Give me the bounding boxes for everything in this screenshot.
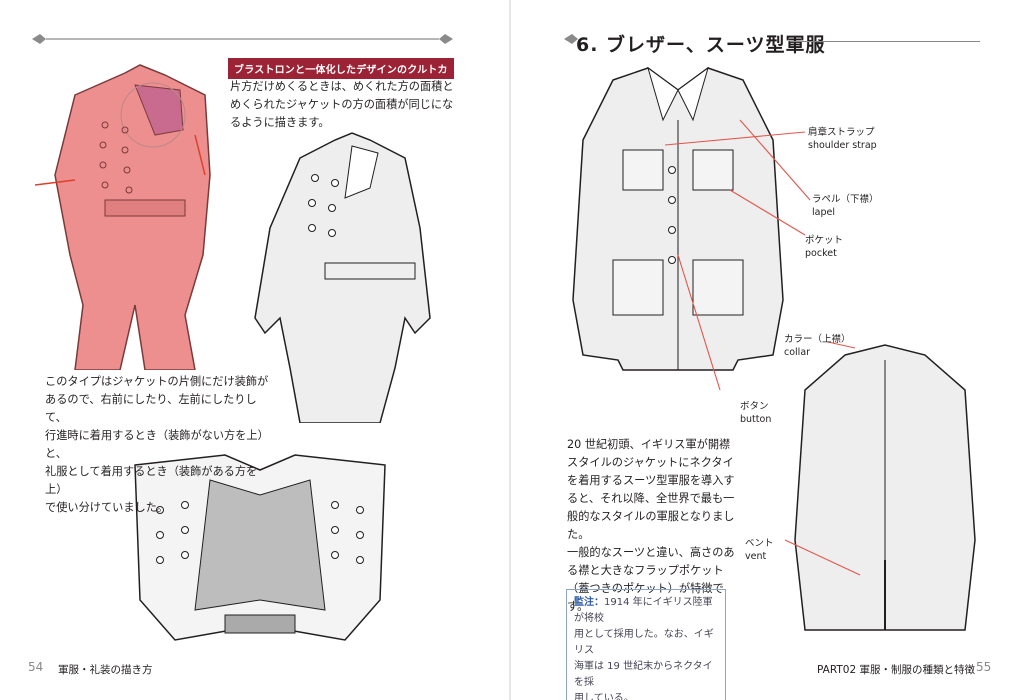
callout-lapel: ラペル（下襟） lapel xyxy=(812,194,879,218)
left-folio: 54 xyxy=(28,660,44,674)
left-intro-text: 片方だけめくるときは、めくれた方の面積と めくられたジャケットの方の面積が同じに… xyxy=(230,80,454,129)
callout-collar: カラー（上襟） collar xyxy=(784,334,851,358)
right-folio: 55 xyxy=(976,660,992,674)
supervisor-note-box: 監注：1914 年にイギリス陸軍が将校 用として採用した。なお、イギリス 海軍は… xyxy=(566,589,726,700)
callout-leader-lines xyxy=(664,119,861,576)
note-text: 1914 年にイギリス陸軍が将校 用として採用した。なお、イギリス 海軍は 19… xyxy=(574,597,714,700)
open-jacket-illustration xyxy=(134,454,386,641)
right-header-ornament xyxy=(562,30,582,48)
callout-button: ボタン button xyxy=(740,401,772,425)
left-body-text: このタイプはジャケットの片側にだけ装飾が あるので、右前にしたり、左前にしたりし… xyxy=(45,375,269,514)
left-page xyxy=(30,30,455,48)
section-title: 6. ブレザー、スーツ型軍服 xyxy=(576,34,826,56)
callout-shoulder-strap: 肩章ストラップ shoulder strap xyxy=(808,127,877,151)
pink-kurtka-illustration xyxy=(35,64,211,370)
callout-pocket: ポケット pocket xyxy=(805,235,844,259)
gutter xyxy=(509,0,511,700)
title-rule xyxy=(790,41,980,42)
suit-jacket-back-illustration xyxy=(794,344,976,631)
left-banner-heading: ブラストロンと一体化したデザインのクルトカ xyxy=(228,58,454,79)
callout-vent: ベント vent xyxy=(745,538,774,562)
note-label: 監注： xyxy=(574,597,604,608)
right-body-text: 20 世紀初頭、イギリス軍が開襟 スタイルのジャケットにネクタイ を着用するスー… xyxy=(567,438,735,613)
left-header-ornament xyxy=(30,30,455,48)
right-footer: PART02 軍服・制服の種類と特徴 xyxy=(817,664,975,676)
suit-jacket-front-illustration xyxy=(572,66,784,371)
left-footer: 軍服・礼装の描き方 xyxy=(58,664,153,676)
white-kurtka-illustration xyxy=(254,132,431,423)
